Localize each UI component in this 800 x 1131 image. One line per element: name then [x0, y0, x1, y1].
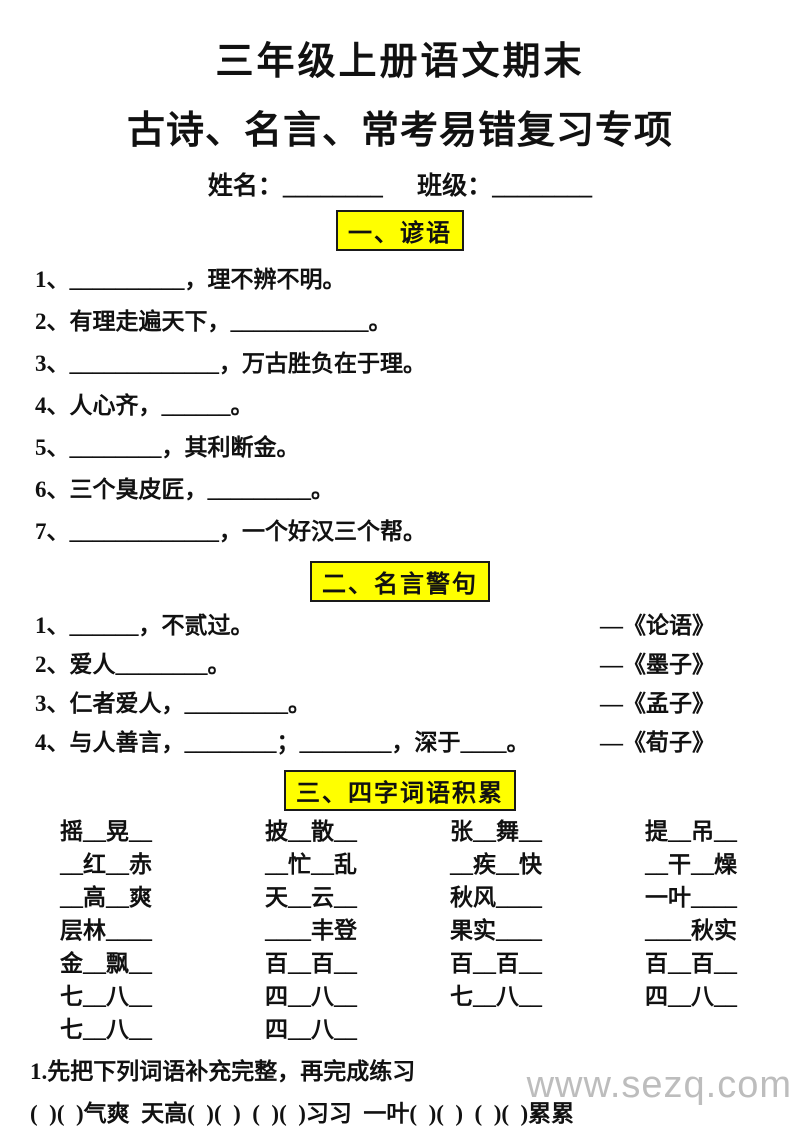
- saying-text: 3、仁者爱人，_________。: [35, 691, 311, 716]
- word-grid-cell: 摇__晃__: [60, 819, 152, 844]
- word-grid-cell: __疾__快: [450, 852, 542, 877]
- section-1-header-row: 一、谚语: [0, 210, 800, 251]
- word-grid-cell: 提__吊__: [645, 819, 737, 844]
- proverb-item: 2、有理走遍天下，____________。: [35, 309, 392, 334]
- proverb-item: 1、__________，理不辨不明。: [35, 267, 346, 292]
- word-grid: 摇__晃__ 披__散__ 张__舞__ 提__吊__ __红__赤 __忙__…: [0, 811, 800, 1046]
- word-grid-cell: [450, 1013, 645, 1046]
- saying-item: 2、爱人________。 —《墨子》: [35, 645, 715, 684]
- word-grid-cell: 层林____: [60, 918, 152, 943]
- word-grid-cell: 四__八__: [265, 984, 357, 1009]
- saying-list: 1、______，不贰过。 —《论语》 2、爱人________。 —《墨子》 …: [0, 606, 800, 762]
- word-grid-cell: 一叶____: [645, 885, 737, 910]
- word-grid-cell: 七__八__: [60, 984, 152, 1009]
- word-grid-cell: 张__舞__: [450, 819, 542, 844]
- saying-text: 1、______，不贰过。: [35, 613, 254, 638]
- word-grid-cell: [645, 1013, 780, 1046]
- section-2-header: 二、名言警句: [310, 561, 490, 602]
- class-field: 班级：________: [417, 173, 592, 200]
- class-label: 班级：: [417, 173, 493, 200]
- word-grid-cell: 四__八__: [645, 984, 737, 1009]
- word-grid-cell: __忙__乱: [265, 852, 357, 877]
- word-grid-cell: 百__百__: [450, 951, 542, 976]
- word-grid-cell: 百__百__: [265, 951, 357, 976]
- watermark: www.sezq.com: [526, 1064, 792, 1106]
- saying-source: —《墨子》: [600, 652, 715, 677]
- name-label: 姓名：: [207, 173, 283, 200]
- word-grid-cell: ____秋实: [645, 918, 737, 943]
- saying-source: —《孟子》: [600, 691, 715, 716]
- saying-text: 2、爱人________。: [35, 652, 231, 677]
- word-grid-cell: 果实____: [450, 918, 542, 943]
- word-grid-cell: 七__八__: [60, 1017, 152, 1042]
- word-grid-cell: __红__赤: [60, 852, 152, 877]
- name-field: 姓名：________: [208, 173, 383, 200]
- proverb-item: 3、_____________，万古胜负在于理。: [35, 351, 426, 376]
- proverb-item: 7、_____________，一个好汉三个帮。: [35, 519, 426, 544]
- class-blank: ________: [492, 173, 593, 200]
- word-grid-cell: 金__飘__: [60, 951, 152, 976]
- word-grid-cell: 七__八__: [450, 984, 542, 1009]
- section-3-header-row: 三、四字词语积累: [0, 770, 800, 811]
- word-grid-cell: 披__散__: [265, 819, 357, 844]
- proverb-item: 5、________，其利断金。: [35, 435, 300, 460]
- page-title-line1: 三年级上册语文期末: [215, 41, 585, 83]
- word-grid-cell: 天__云__: [265, 885, 357, 910]
- saying-item: 4、与人善言，________；________，深于____。 —《荀子》: [35, 723, 715, 762]
- section-3-header: 三、四字词语积累: [284, 770, 516, 811]
- proverb-list: 1、__________，理不辨不明。 2、有理走遍天下，___________…: [35, 259, 800, 553]
- page-title-line2: 古诗、名言、常考易错复习专项: [126, 110, 673, 152]
- word-grid-cell: 百__百__: [645, 951, 737, 976]
- saying-item: 1、______，不贰过。 —《论语》: [35, 606, 715, 645]
- word-grid-cell: __干__燥: [645, 852, 737, 877]
- word-grid-cell: ____丰登: [265, 918, 357, 943]
- word-grid-cell: 秋风____: [450, 885, 542, 910]
- word-grid-cell: 四__八__: [265, 1017, 357, 1042]
- saying-item: 3、仁者爱人，_________。 —《孟子》: [35, 684, 715, 723]
- proverb-item: 4、人心齐，______。: [35, 393, 254, 418]
- saying-source: —《荀子》: [600, 730, 715, 755]
- exercise-heading: 1.先把下列词语补充完整，再完成练习: [30, 1059, 416, 1084]
- name-blank: ________: [282, 173, 383, 200]
- section-2-header-row: 二、名言警句: [0, 561, 800, 602]
- saying-source: —《论语》: [600, 613, 715, 638]
- exercise-fill-line: ( )( )气爽 天高( )( ) ( )( )习习 一叶( )( ) ( )(…: [30, 1101, 575, 1126]
- word-grid-cell: __高__爽: [60, 885, 152, 910]
- student-info-line: 姓名：________ 班级：________: [0, 166, 800, 202]
- section-1-header: 一、谚语: [336, 210, 464, 251]
- proverb-item: 6、三个臭皮匠，_________。: [35, 477, 334, 502]
- saying-text: 4、与人善言，________；________，深于____。: [35, 730, 530, 755]
